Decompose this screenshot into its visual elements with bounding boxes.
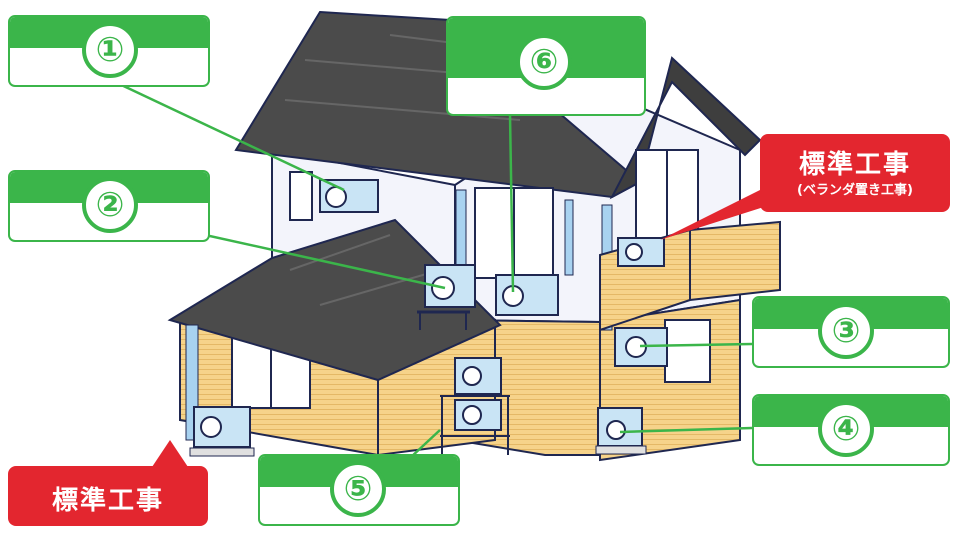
- callout-2-number: ②: [82, 177, 138, 233]
- red-leader-pointer-left: [150, 440, 190, 470]
- ac-unit-ground-left: [189, 406, 255, 457]
- standard-work-tag-left: 標準工事: [8, 466, 208, 526]
- leader-lines: [114, 80, 753, 459]
- main-roof-side: [609, 56, 762, 200]
- standard-work-tag-left-title: 標準工事: [51, 486, 164, 516]
- callout-6-number: ⑥: [516, 34, 572, 90]
- standard-work-tag-right-title: 標準工事: [798, 150, 911, 180]
- ac-unit-6: [495, 274, 559, 316]
- ac-unit-5: [440, 357, 510, 455]
- lower-window-right: [664, 319, 711, 383]
- red-leader-pointer: [660, 190, 770, 240]
- callout-5-number: ⑤: [330, 461, 386, 517]
- callout-4-number: ④: [818, 401, 874, 457]
- standard-work-tag-right-subtitle: (ベランダ置き工事): [797, 183, 913, 198]
- pipe-mid: [564, 199, 574, 276]
- callout-3-number: ③: [818, 303, 874, 359]
- callout-6: [446, 16, 646, 116]
- upper-window-left: [289, 171, 313, 221]
- standard-work-tag-right: 標準工事 (ベランダ置き工事): [760, 134, 950, 212]
- ac-unit-balcony: [617, 237, 665, 267]
- ac-unit-4: [595, 407, 647, 455]
- ac-unit-1: [319, 179, 379, 213]
- callout-1-number: ①: [82, 22, 138, 78]
